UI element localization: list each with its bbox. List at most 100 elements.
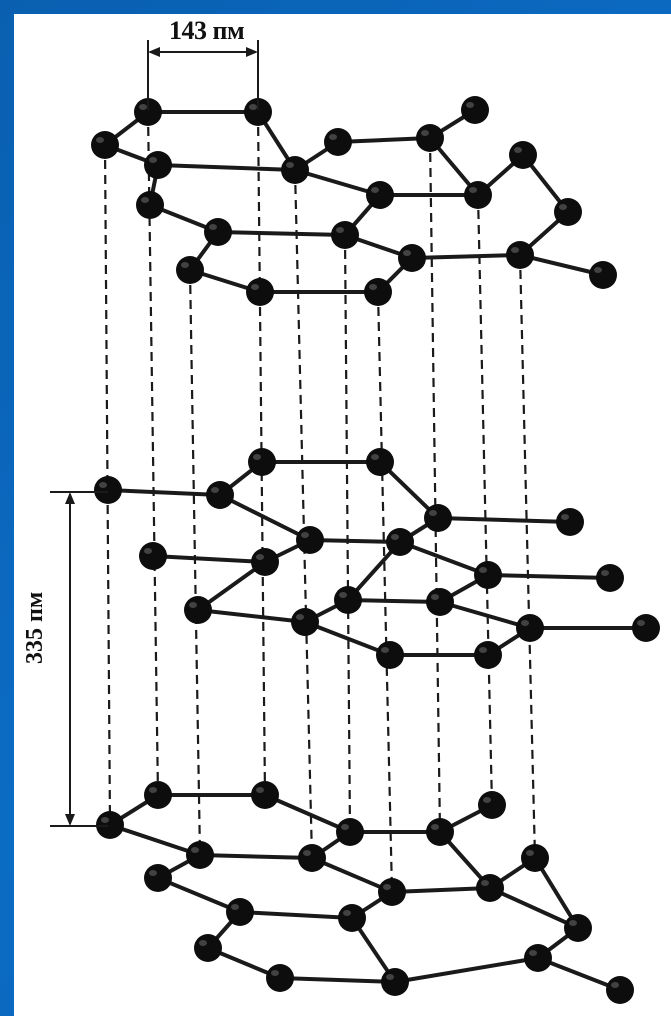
atom-highlight	[429, 510, 437, 516]
top-layer-carbon-atom	[331, 221, 359, 249]
atom-highlight	[594, 267, 602, 273]
bottom-layer-carbon-atom	[298, 844, 326, 872]
atom-highlight	[296, 614, 304, 620]
middle-layer-carbon-atom	[426, 588, 454, 616]
atom-highlight	[101, 817, 109, 823]
arrowhead-icon	[246, 47, 258, 57]
atom-highlight	[469, 187, 477, 193]
middle-layer-carbon-atom	[139, 542, 167, 570]
middle-layer-carbon-atom	[596, 564, 624, 592]
middle-layer-carbon-atom	[334, 586, 362, 614]
interlayer-distance-label: 335 пм	[22, 591, 48, 664]
bottom-layer-carbon-atom	[521, 844, 549, 872]
middle-layer-carbon-atom	[424, 504, 452, 532]
middle-layer-carbon-atom	[516, 614, 544, 642]
top-layer-carbon-atom	[506, 241, 534, 269]
atom-highlight	[479, 647, 487, 653]
top-layer-carbon-atom	[324, 128, 352, 156]
middle-layer-bond	[438, 600, 532, 630]
top-layer-carbon-atom	[416, 124, 444, 152]
middle-layer-bond	[398, 540, 490, 577]
middle-layer-carbon-atom	[632, 614, 660, 642]
atom-highlight	[514, 147, 522, 153]
bottom-layer-bond	[278, 976, 397, 984]
top-layer-carbon-atom	[509, 141, 537, 169]
dashed-projection-line	[476, 194, 494, 806]
atom-highlight	[403, 250, 411, 256]
atom-highlight	[249, 104, 257, 110]
atom-highlight	[481, 880, 489, 886]
middle-layer-bond	[106, 488, 222, 497]
bottom-layer-carbon-atom	[144, 864, 172, 892]
atom-highlight	[209, 224, 217, 230]
atom-highlight	[369, 284, 377, 290]
dashed-projection-line	[103, 144, 112, 826]
bottom-layer-bond	[263, 793, 352, 834]
bottom-layer-carbon-atom	[381, 968, 409, 996]
atom-highlight	[191, 847, 199, 853]
atom-highlight	[271, 970, 279, 976]
top-layer-carbon-atom	[366, 181, 394, 209]
atom-highlight	[301, 532, 309, 538]
top-layer-bond	[293, 168, 382, 197]
atom-highlight	[483, 797, 491, 803]
atom-highlight	[253, 454, 261, 460]
bottom-layer-carbon-atom	[251, 781, 279, 809]
top-layer-bond	[518, 253, 605, 277]
middle-layer-carbon-atom	[366, 448, 394, 476]
atom-highlight	[569, 920, 577, 926]
atom-highlight	[211, 487, 219, 493]
atom-highlight	[371, 454, 379, 460]
atom-highlight	[231, 904, 239, 910]
bond-length-label: 143 пм	[169, 16, 245, 45]
middle-layer-bond	[151, 554, 267, 564]
middle-layer-bond	[486, 573, 612, 580]
top-layer-carbon-atom	[461, 96, 489, 124]
top-layer-carbon-atom	[136, 191, 164, 219]
middle-layer-carbon-atom	[474, 641, 502, 669]
top-layer-carbon-atom	[144, 151, 172, 179]
atom-highlight	[96, 137, 104, 143]
bottom-layer-carbon-atom	[606, 976, 634, 1004]
atom-highlight	[529, 950, 537, 956]
atom-highlight	[431, 824, 439, 830]
atom-highlight	[381, 647, 389, 653]
atom-highlight	[479, 567, 487, 573]
bottom-layer-carbon-atom	[378, 878, 406, 906]
bottom-layer-bond	[198, 853, 314, 860]
middle-layer-carbon-atom	[474, 561, 502, 589]
bottom-layer-carbon-atom	[226, 898, 254, 926]
middle-layer-carbon-atom	[251, 548, 279, 576]
top-layer-bond	[156, 163, 297, 172]
atom-highlight	[181, 262, 189, 268]
top-layer-carbon-atom	[364, 278, 392, 306]
middle-layer-carbon-atom	[386, 528, 414, 556]
atom-highlight	[561, 514, 569, 520]
bottom-layer-carbon-atom	[564, 914, 592, 942]
middle-layer-bond	[436, 516, 572, 524]
atom-highlight	[189, 602, 197, 608]
top-layer-carbon-atom	[589, 261, 617, 289]
bottom-layer-bond	[488, 886, 580, 930]
graphite-lattice-diagram	[50, 40, 660, 1004]
atom-highlight	[611, 982, 619, 988]
atom-highlight	[341, 824, 349, 830]
middle-layer-carbon-atom	[248, 448, 276, 476]
middle-layer-bond	[218, 493, 312, 542]
arrowhead-icon	[65, 814, 75, 826]
atom-highlight	[371, 187, 379, 193]
atom-highlight	[637, 620, 645, 626]
top-layer-carbon-atom	[281, 156, 309, 184]
dashed-projection-line	[428, 137, 442, 833]
atom-highlight	[466, 102, 474, 108]
bottom-layer-carbon-atom	[144, 781, 172, 809]
bottom-layer-carbon-atom	[338, 904, 366, 932]
atom-highlight	[336, 227, 344, 233]
middle-layer-carbon-atom	[556, 508, 584, 536]
top-layer-bond	[410, 253, 522, 260]
diagram-panel: 143 пм 335 пм	[14, 14, 671, 1016]
atom-highlight	[339, 592, 347, 598]
middle-layer-bond	[303, 620, 392, 657]
atom-highlight	[286, 162, 294, 168]
bottom-layer-carbon-atom	[476, 874, 504, 902]
